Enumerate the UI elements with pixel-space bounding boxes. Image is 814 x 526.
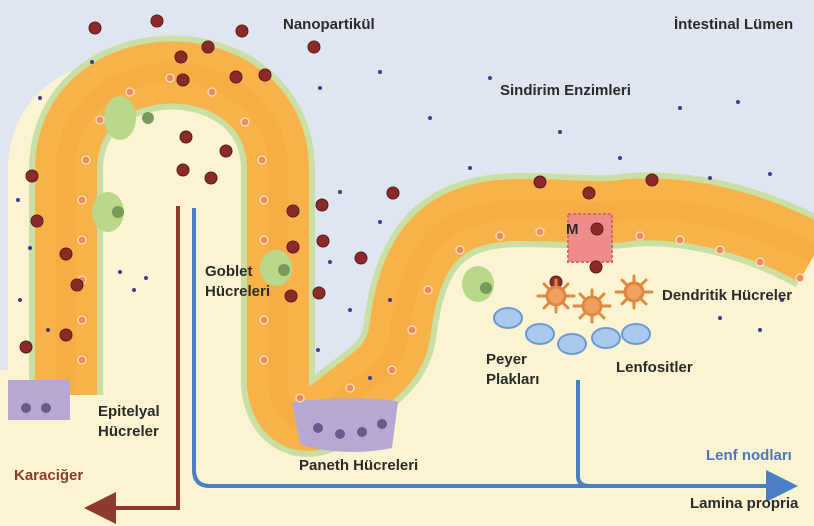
label-goblet-1: Goblet <box>205 262 253 281</box>
label-epithelial-2: Hücreler <box>98 422 159 441</box>
label-enzymes: Sindirim Enzimleri <box>500 81 631 100</box>
label-lymphocytes: Lenfositler <box>616 358 693 377</box>
label-goblet-2: Hücreleri <box>205 282 270 301</box>
label-peyer-2: Plakları <box>486 370 539 389</box>
label-lymph-nodes: Lenf nodları <box>706 446 792 465</box>
label-lumen: İntestinal Lümen <box>674 15 793 34</box>
label-dendritic: Dendritik Hücreler <box>662 286 792 305</box>
label-liver: Karaciğer <box>14 466 83 485</box>
label-epithelial-1: Epitelyal <box>98 402 160 421</box>
label-nanoparticle: Nanopartikül <box>283 15 375 34</box>
label-lamina: Lamina propria <box>690 494 798 513</box>
label-paneth: Paneth Hücreleri <box>299 456 418 475</box>
label-peyer-1: Peyer <box>486 350 527 369</box>
label-m-cell: M <box>566 220 579 239</box>
